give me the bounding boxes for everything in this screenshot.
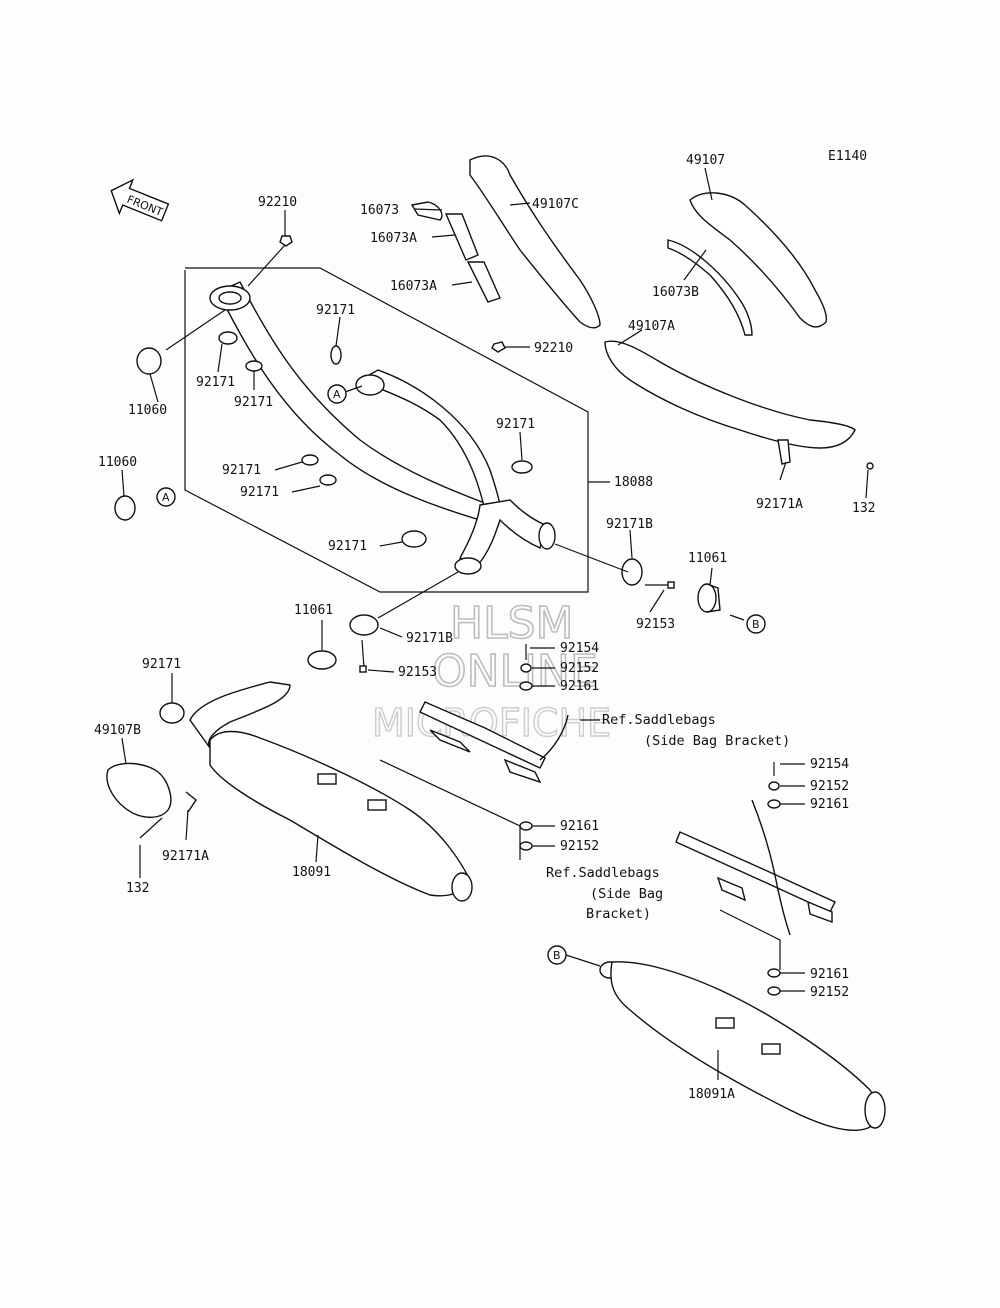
label-49107C: 49107C	[532, 197, 579, 212]
label-92171-h: 92171	[142, 657, 181, 672]
label-49107A: 49107A	[628, 319, 675, 334]
ref-note-2: Ref.Saddlebags (Side Bag Bracket)	[546, 865, 663, 922]
label-16073A-2: 16073A	[390, 279, 437, 294]
label-49107: 49107	[686, 153, 725, 168]
watermark: HLSM ONLINE MICROFICHE	[371, 597, 611, 746]
nut-92210-b	[491, 341, 506, 353]
clamp-92171B-a	[621, 558, 675, 589]
label-92161-b: 92161	[560, 819, 599, 834]
marker-a-2: A	[156, 487, 176, 507]
ref-note-2-line-2: (Side Bag	[590, 886, 663, 902]
marker-a-1-text: A	[333, 388, 341, 401]
label-16073A-1: 16073A	[370, 231, 417, 246]
header-pipe-rear	[355, 369, 501, 511]
label-92171B-b: 92171B	[406, 631, 453, 646]
ref-note-1-line-2: (Side Bag Bracket)	[644, 733, 790, 749]
bracket-center	[419, 644, 569, 851]
clamps-92171	[218, 331, 533, 548]
label-11060-b: 11060	[98, 455, 137, 470]
header-pipe-front	[209, 281, 492, 521]
label-92171-e: 92171	[240, 485, 279, 500]
label-16073: 16073	[360, 203, 399, 218]
label-92153-b: 92153	[398, 665, 437, 680]
label-18091: 18091	[292, 865, 331, 880]
label-92210-mid: 92210	[534, 341, 573, 356]
ref-note-1-line-1: Ref.Saddlebags	[602, 712, 716, 728]
muffler-18091	[189, 681, 473, 902]
heat-shield-49107A	[604, 340, 874, 470]
ref-note-2-line-1: Ref.Saddlebags	[546, 865, 660, 881]
label-92152-c: 92152	[810, 779, 849, 794]
label-92171A-b: 92171A	[162, 849, 209, 864]
label-92152-d: 92152	[810, 985, 849, 1000]
marker-b-2: B	[547, 945, 567, 965]
label-132-a: 132	[852, 501, 875, 516]
heat-shield-49107	[667, 192, 828, 336]
label-92171-d: 92171	[222, 463, 261, 478]
diagram-code: E1140	[828, 149, 867, 164]
marker-b-1: B	[746, 614, 766, 634]
label-92161-d: 92161	[810, 967, 849, 982]
front-arrow-icon: FRONT	[110, 178, 170, 222]
nut-92210-a	[279, 235, 293, 247]
label-92171A-a: 92171A	[756, 497, 803, 512]
label-92161-c: 92161	[810, 797, 849, 812]
label-132-b: 132	[126, 881, 149, 896]
label-92152-b: 92152	[560, 839, 599, 854]
label-11061-a: 11061	[688, 551, 727, 566]
marker-b-2-text: B	[553, 949, 561, 962]
gasket-11060-b	[114, 495, 136, 521]
ref-note-2-line-3: Bracket)	[586, 906, 651, 922]
heat-shield-49107C	[410, 155, 601, 329]
label-92152-a: 92152	[560, 661, 599, 676]
label-16073B: 16073B	[652, 285, 699, 300]
label-11061-b: 11061	[294, 603, 333, 618]
watermark-line-2: ONLINE	[432, 646, 598, 697]
label-92171-a: 92171	[316, 303, 355, 318]
assembly-box-18088	[184, 267, 589, 593]
sleeve-11061-a	[697, 583, 721, 613]
label-92153-a: 92153	[636, 617, 675, 632]
label-92154-b: 92154	[810, 757, 849, 772]
leader-lines	[121, 167, 869, 1080]
label-18091A: 18091A	[688, 1087, 735, 1102]
ref-note-1: Ref.Saddlebags (Side Bag Bracket)	[602, 712, 790, 749]
label-92171-g: 92171	[328, 539, 367, 554]
label-92171-c: 92171	[234, 395, 273, 410]
label-92154-a: 92154	[560, 641, 599, 656]
end-cap-49107B	[106, 702, 197, 839]
label-92171-b: 92171	[196, 375, 235, 390]
label-49107B: 49107B	[94, 723, 141, 738]
label-11060-a: 11060	[128, 403, 167, 418]
sleeve-11061-b	[307, 650, 337, 670]
marker-a-2-text: A	[162, 491, 170, 504]
y-junction	[454, 499, 556, 575]
label-18088: 18088	[614, 475, 653, 490]
muffler-18091A	[599, 961, 886, 1131]
label-92171B-a: 92171B	[606, 517, 653, 532]
marker-a-1: A	[327, 384, 347, 404]
label-92161-a: 92161	[560, 679, 599, 694]
label-92210-top: 92210	[258, 195, 297, 210]
gasket-11060-a	[136, 347, 162, 375]
marker-b-1-text: B	[752, 618, 760, 631]
bracket-right	[675, 762, 836, 996]
part-labels: 92210 16073 16073A 16073A 49107C 49107 1…	[94, 153, 875, 1102]
label-92171-f: 92171	[496, 417, 535, 432]
watermark-line-1: HLSM	[450, 598, 574, 649]
clamp-92171B-b	[349, 614, 379, 673]
